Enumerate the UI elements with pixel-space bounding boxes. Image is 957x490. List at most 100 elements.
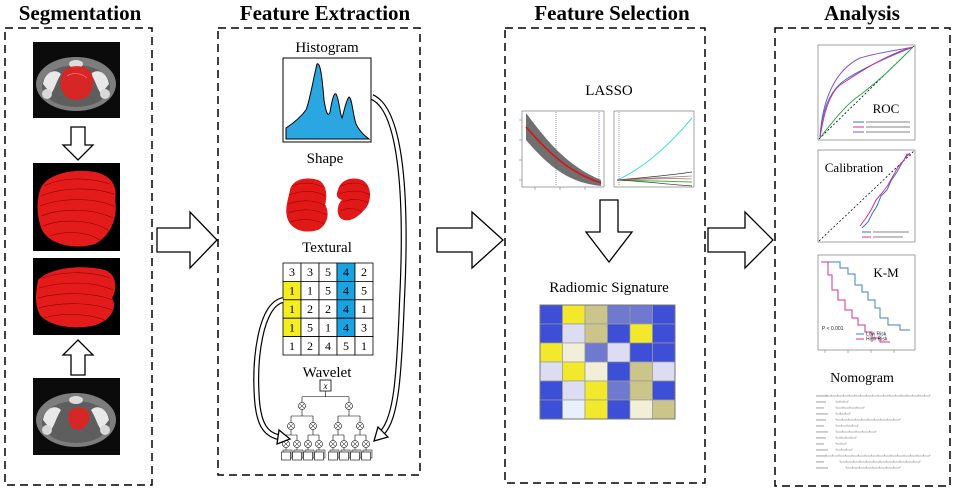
textural-cell-value: 3	[361, 320, 367, 334]
wavelet-filter-symbol	[288, 423, 294, 429]
panel-title-analysis: Analysis	[824, 1, 900, 25]
wavelet-edge	[332, 429, 345, 441]
wavelet-filter-symbol	[357, 423, 363, 429]
km-curve-high-risk	[821, 261, 890, 343]
heatmap-cell	[562, 380, 586, 401]
textural-cell	[354, 336, 374, 356]
heatmap-cell	[607, 399, 631, 420]
heatmap-cell	[607, 304, 631, 325]
heatmap-cell	[539, 361, 563, 382]
wavelet-filter-symbol	[346, 403, 352, 409]
nomogram-variable-label-mark	[816, 419, 826, 421]
segmentation-panel	[4, 27, 153, 486]
arrow-selection-to-analysis	[707, 210, 774, 270]
textural-cell-value: 2	[307, 302, 313, 316]
arrow-down-selection	[584, 199, 634, 264]
wavelet-filter-symbol	[310, 423, 316, 429]
heatmap-cell	[629, 399, 653, 420]
roc-legend	[853, 121, 910, 133]
textural-cell-value: 4	[343, 302, 349, 316]
wavelet-subband	[350, 451, 360, 461]
heatmap-cell	[652, 380, 676, 401]
km-curve-low-risk	[821, 261, 910, 331]
lasso-coefficient-plot	[613, 110, 695, 188]
heatmap-cell	[539, 342, 563, 363]
panel-title-segmentation: Segmentation	[19, 1, 142, 25]
nomogram-variable-label-mark	[816, 455, 826, 457]
wavelet-subband	[339, 451, 349, 461]
calibration-label: Calibration	[825, 160, 884, 175]
wavelet-filter-symbol	[363, 441, 369, 447]
histogram-plot	[282, 57, 372, 143]
wavelet-root-symbol: x	[323, 381, 328, 391]
textural-cell-value: 5	[343, 339, 349, 353]
tumor-volume-render-1	[33, 163, 120, 251]
km-legend-low-risk: Low Risk	[866, 332, 887, 338]
heatmap-cell	[584, 380, 608, 401]
km-p-value: P < 0.001	[822, 326, 844, 332]
heatmap-cell	[562, 361, 586, 382]
heatmap-cell	[629, 304, 653, 325]
heatmap-cell	[629, 323, 653, 344]
wavelet-filter-symbol	[341, 441, 347, 447]
nomogram-variable-label-mark	[816, 443, 824, 445]
wavelet-edge	[285, 429, 298, 441]
heatmap-cell	[629, 342, 653, 363]
wavelet-edge	[337, 409, 361, 423]
textural-cell-value: 5	[325, 265, 331, 279]
heatmap-cell	[652, 399, 676, 420]
textural-cell-value: 1	[325, 320, 331, 334]
wavelet-subband	[303, 451, 313, 461]
shape-render	[286, 178, 371, 232]
heatmap-cell	[584, 361, 608, 382]
curved-arrow-textural-to-wavelet	[253, 297, 292, 446]
wavelet-filter-symbol	[294, 441, 300, 447]
heatmap-cell	[562, 399, 586, 420]
textural-cell-value: 2	[325, 302, 331, 316]
km-legend: Low Risk High Risk	[856, 332, 888, 343]
heatmap-cell	[584, 342, 608, 363]
panel-title-feature-extraction: Feature Extraction	[240, 1, 411, 25]
nomogram-variable-label-mark	[816, 401, 826, 403]
nomogram-variable-label-mark	[816, 407, 824, 409]
lasso-label: LASSO	[585, 83, 633, 99]
wavelet-filter-symbol	[330, 441, 336, 447]
wavelet-edge	[290, 409, 314, 423]
wavelet-edge	[354, 429, 367, 441]
arrow-segmentation-to-extraction	[156, 210, 218, 270]
heatmap-cell	[562, 323, 586, 344]
wavelet-edge	[301, 391, 350, 403]
heatmap-cell	[652, 304, 676, 325]
roc-label: ROC	[873, 101, 900, 116]
textural-cell-value: 1	[289, 339, 295, 353]
nomogram-variable-label-mark	[816, 437, 826, 439]
nomogram-variable-label-mark	[816, 431, 828, 433]
radiomic-signature-heatmap	[539, 304, 676, 420]
kaplan-meier-plot: K-M P < 0.001 Low Risk High Risk	[817, 254, 916, 353]
wavelet-edge	[307, 429, 320, 441]
textural-cell-value: 1	[289, 284, 295, 298]
textural-cell-value: 1	[289, 302, 295, 316]
textural-cell-value: 5	[307, 320, 313, 334]
histogram-label: Histogram	[295, 40, 359, 56]
nomogram-chart	[816, 394, 931, 469]
wavelet-filter-symbol	[316, 441, 322, 447]
ct-slice-image-top	[33, 42, 120, 118]
heatmap-cell	[629, 380, 653, 401]
textural-cell-value: 3	[289, 265, 295, 279]
heatmap-border	[539, 304, 676, 420]
ct-slice-image-bottom	[33, 378, 120, 455]
textural-cell-value: 4	[343, 284, 349, 298]
heatmap-cell	[652, 323, 676, 344]
calibration-legend	[862, 231, 909, 238]
lasso-deviance-plot	[519, 110, 605, 190]
km-label: K-M	[873, 265, 899, 280]
textural-cell-value: 5	[325, 284, 331, 298]
heatmap-cell	[584, 399, 608, 420]
curved-arrow-histogram-to-wavelet	[370, 94, 407, 442]
textural-cell-value: 1	[307, 284, 313, 298]
wavelet-label: Wavelet	[303, 365, 353, 381]
wavelet-filter-symbol	[335, 423, 341, 429]
nomogram-variable-label-mark	[816, 461, 824, 463]
